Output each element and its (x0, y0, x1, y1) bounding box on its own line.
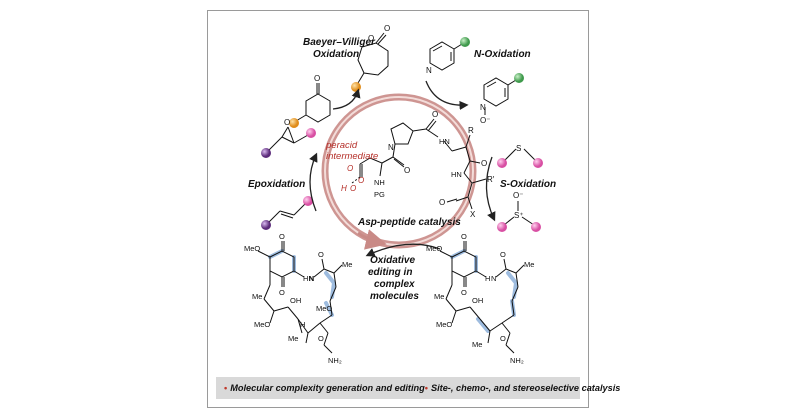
svg-text:NH₂: NH₂ (328, 356, 342, 365)
svg-text:O: O (284, 118, 290, 127)
svg-text:H: H (485, 274, 490, 283)
svg-text:NH: NH (374, 178, 385, 187)
label-oxidative-3: complex (374, 279, 415, 290)
footer-bar: • Molecular complexity generation and ed… (216, 377, 620, 399)
svg-text:O: O (500, 250, 506, 259)
svg-text:O: O (500, 334, 506, 343)
svg-text:O: O (432, 110, 438, 119)
svg-text:PG: PG (374, 190, 385, 199)
svg-text:OH: OH (472, 296, 483, 305)
svg-text:R: R (468, 126, 474, 135)
footer-item-2: Site-, chemo-, and stereoselective catal… (430, 383, 621, 393)
svg-text:OH: OH (290, 296, 301, 305)
svg-text:O: O (314, 74, 320, 83)
svg-text:Me: Me (434, 292, 444, 301)
svg-text:O: O (318, 334, 324, 343)
svg-text:O: O (384, 24, 390, 33)
svg-text:O: O (461, 232, 467, 241)
svg-text:S: S (516, 144, 521, 153)
label-epoxidation: Epoxidation (248, 179, 305, 190)
catalyst-labels: O N HN R O HN R′ O X O NH PG O H O O (341, 110, 495, 219)
peracid-label-2: intermediate (326, 151, 378, 162)
svg-text:MeO: MeO (436, 320, 452, 329)
svg-text:MeO: MeO (244, 244, 260, 253)
svg-text:S⁺: S⁺ (514, 211, 524, 220)
svg-text:HN: HN (451, 170, 462, 179)
svg-text:N: N (480, 103, 486, 112)
alkene-substrate (267, 202, 307, 224)
svg-text:Me: Me (288, 334, 298, 343)
svg-text:HN: HN (439, 137, 450, 146)
figure-frame: O N HN R O HN R′ O X O NH PG O H O O per… (207, 10, 620, 408)
svg-text:Me: Me (342, 260, 352, 269)
label-oxidative-4: molecules (370, 291, 419, 302)
label-baeyer-villiger-2: Oxidation (313, 49, 359, 60)
svg-text:O: O (439, 198, 445, 207)
label-oxidative-1: Oxidative (370, 255, 415, 266)
svg-text:X: X (470, 210, 476, 219)
complex-molecule-substrate: MeO O O H N O Me Me OH MeO Me O NH₂ (426, 232, 534, 365)
label-s-oxidation: S-Oxidation (500, 179, 556, 190)
svg-text:N: N (426, 66, 432, 75)
svg-text:O: O (347, 164, 353, 173)
svg-text:O⁻: O⁻ (480, 116, 490, 125)
peracid-label-1: peracid (325, 140, 358, 151)
svg-text:HN: HN (303, 274, 314, 283)
label-baeyer-villiger-1: Baeyer–Villiger (303, 37, 376, 48)
svg-text:MeO: MeO (254, 320, 270, 329)
svg-text:Me: Me (472, 340, 482, 349)
svg-text:O: O (350, 184, 356, 193)
svg-text:O: O (279, 232, 285, 241)
svg-text:H: H (300, 320, 305, 329)
pyridine-n-oxide-product (483, 77, 517, 115)
svg-text:Me: Me (524, 260, 534, 269)
bullet-icon: • (224, 383, 228, 393)
lactone-product (357, 32, 389, 84)
sulfide-substrate (503, 148, 537, 162)
svg-text:O: O (481, 159, 487, 168)
svg-text:Me: Me (252, 292, 262, 301)
pyridine-substrate (429, 41, 463, 71)
label-n-oxidation: N-Oxidation (474, 49, 531, 60)
svg-text:O⁻: O⁻ (513, 191, 523, 200)
label-oxidative-2: editing in (368, 267, 412, 278)
svg-text:H: H (341, 184, 347, 193)
complex-molecule-product: MeO O O HN N O Me Me OH MeO H MeO Me O N… (244, 232, 352, 365)
center-title: Asp-peptide catalysis (357, 217, 461, 228)
footer-item-1: Molecular complexity generation and edit… (230, 383, 425, 393)
reaction-diagram: O N HN R O HN R′ O X O NH PG O H O O per… (244, 24, 556, 365)
svg-text:MeO: MeO (426, 244, 442, 253)
svg-text:O: O (358, 176, 364, 185)
svg-text:O: O (404, 166, 410, 175)
svg-text:N: N (491, 274, 496, 283)
svg-text:NH₂: NH₂ (510, 356, 524, 365)
asp-peptide-structure (351, 118, 487, 210)
svg-text:O: O (279, 288, 285, 297)
svg-text:N: N (388, 143, 394, 152)
epoxide-product (267, 126, 309, 152)
cyclohexanone-substrate (295, 83, 331, 123)
svg-text:MeO: MeO (316, 304, 332, 313)
svg-text:O: O (318, 250, 324, 259)
svg-text:N: N (309, 274, 314, 283)
svg-text:R′: R′ (487, 175, 495, 184)
bullet-icon: • (424, 383, 428, 393)
svg-text:O: O (368, 34, 374, 43)
svg-text:O: O (461, 288, 467, 297)
